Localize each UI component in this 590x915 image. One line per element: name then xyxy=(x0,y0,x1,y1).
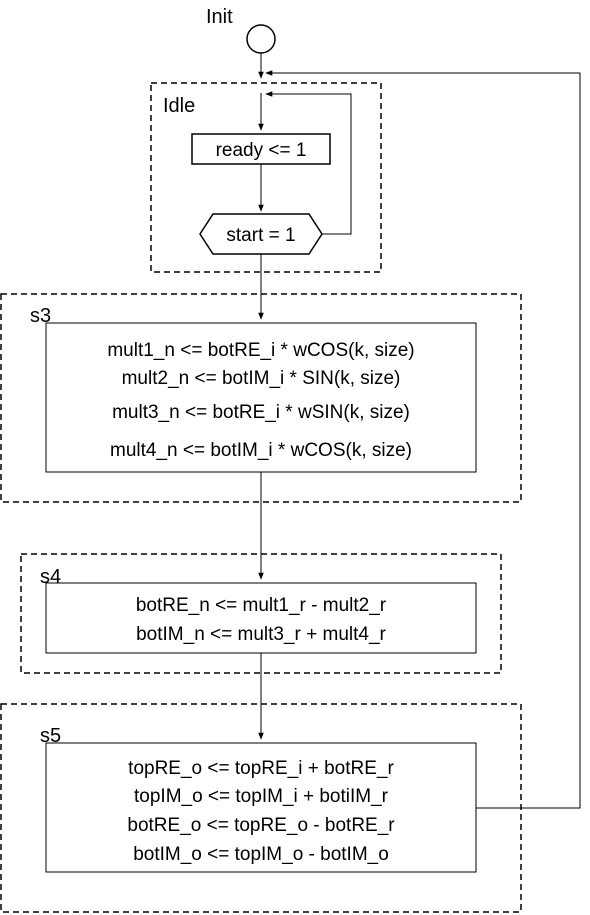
init-label: Init xyxy=(206,6,233,28)
s4-line-2: botIM_n <= mult3_r + mult4_r xyxy=(136,624,386,645)
ready-action-box xyxy=(191,133,331,165)
s5-line-1: topRE_o <= topRE_i + botRE_r xyxy=(128,758,394,779)
s4-state-container xyxy=(20,553,502,674)
s5-label: s5 xyxy=(40,725,61,747)
s3-state-container xyxy=(0,293,522,503)
s5-return-to-idle-arrow xyxy=(265,70,581,809)
s5-line-2: topIM_o <= topIM_i + botiIM_r xyxy=(134,786,389,807)
idle-state-container xyxy=(150,82,382,273)
s3-line-1: mult1_n <= botRE_i * wCOS(k, size) xyxy=(107,340,414,361)
s5-action-box xyxy=(45,742,477,873)
s4-action-box xyxy=(45,582,477,654)
s3-line-4: mult4_n <= botIM_i * wCOS(k, size) xyxy=(110,440,412,461)
start-condition-text: start = 1 xyxy=(226,225,295,246)
s3-action-box xyxy=(45,322,477,473)
idle-loop-arrow xyxy=(265,91,352,235)
s5-line-3: botRE_o <= topRE_o - botRE_r xyxy=(127,815,395,836)
s5-line-4: botIM_o <= topIM_o - botIM_o xyxy=(133,844,389,865)
s3-line-3: mult3_n <= botRE_i * wSIN(k, size) xyxy=(112,402,410,423)
ready-action-text: ready <= 1 xyxy=(216,140,307,161)
init-state-circle xyxy=(246,24,276,54)
s4-line-1: botRE_n <= mult1_r - mult2_r xyxy=(136,595,387,616)
s3-line-2: mult2_n <= botIM_i * SIN(k, size) xyxy=(122,368,401,389)
s3-label: s3 xyxy=(30,305,51,327)
idle-label: Idle xyxy=(163,95,195,117)
